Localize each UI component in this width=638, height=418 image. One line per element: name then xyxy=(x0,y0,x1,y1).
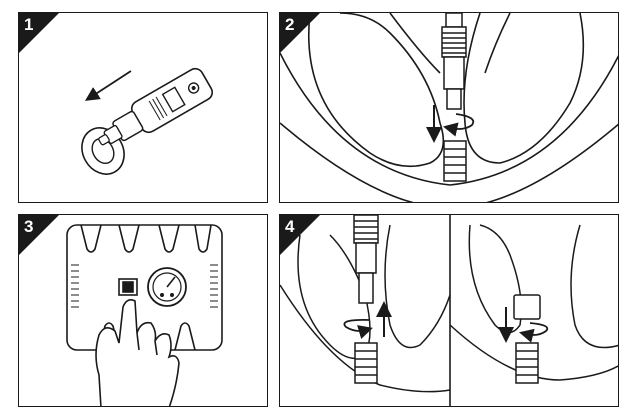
valve-stem-icon xyxy=(354,342,378,384)
power-switch-icon xyxy=(118,278,138,296)
step-3-illustration xyxy=(66,224,223,406)
step-2-panel: 2 xyxy=(279,12,619,203)
socket-ring-icon xyxy=(81,127,125,175)
step-3-panel: 3 xyxy=(18,214,268,407)
step-3-badge: 3 xyxy=(19,215,63,259)
insert-arrow-icon xyxy=(84,70,132,101)
step-1-panel: 1 xyxy=(18,12,268,203)
step-2-number: 2 xyxy=(285,15,295,34)
unscrew-arrow-icon xyxy=(343,301,392,339)
step-4-panel: 4 xyxy=(279,214,619,407)
step-4-badge: 4 xyxy=(280,215,324,259)
tire-icon xyxy=(449,224,618,381)
valve-cap-icon xyxy=(513,294,541,384)
screw-on-arrow-icon xyxy=(426,105,475,143)
step-2-badge-shape xyxy=(280,13,320,53)
compressor-icon xyxy=(66,224,223,351)
hose-connector-icon xyxy=(441,13,467,110)
step-1-number: 1 xyxy=(24,15,34,34)
step-3-number: 3 xyxy=(24,217,34,236)
step-4-badge-shape xyxy=(280,215,320,255)
step-4-number: 4 xyxy=(285,217,295,236)
step-3-badge-shape xyxy=(19,215,59,255)
valve-stem-icon xyxy=(443,140,467,182)
step-2-badge: 2 xyxy=(280,13,324,57)
hand-icon xyxy=(95,299,180,406)
step-1-badge-shape xyxy=(19,13,59,53)
step-2-illustration xyxy=(280,13,618,202)
step-4-illustration xyxy=(280,215,618,406)
car-plug-icon xyxy=(98,67,214,146)
step-1-illustration xyxy=(81,67,214,175)
step-1-badge: 1 xyxy=(19,13,63,57)
cap-on-arrow-icon xyxy=(498,307,549,343)
pressure-gauge-icon xyxy=(147,267,187,307)
hose-connector-icon xyxy=(353,215,379,304)
